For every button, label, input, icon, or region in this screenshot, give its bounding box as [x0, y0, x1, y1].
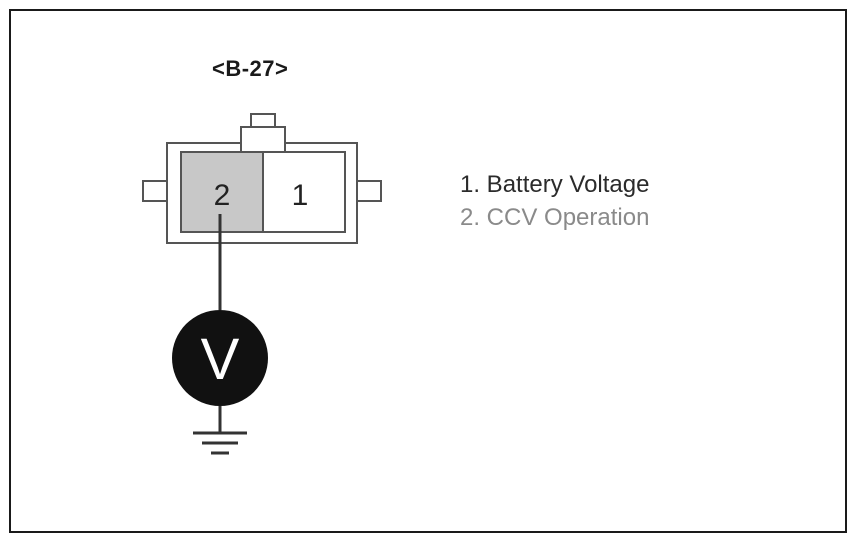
pin-2-number: 2: [214, 179, 231, 212]
ground-icon: [193, 431, 247, 455]
legend-item-battery-voltage: 1. Battery Voltage: [460, 171, 650, 198]
diagram-frame: [9, 9, 847, 533]
connector-right-ear: [356, 180, 382, 202]
voltmeter-symbol: V: [201, 327, 240, 392]
pin-2-cell: [180, 151, 264, 233]
voltmeter-icon: [172, 310, 268, 406]
connector-left-ear: [142, 180, 168, 202]
connector-latch-tab: [250, 113, 276, 129]
pin-legend: 1. Battery Voltage 2. CCV Operation: [460, 168, 649, 234]
pin-1-cell: [262, 151, 346, 233]
legend-item-ccv-operation: 2. CCV Operation: [460, 204, 650, 231]
pin-1-number: 1: [292, 179, 309, 212]
connector-id-label: <B-27>: [212, 56, 289, 81]
